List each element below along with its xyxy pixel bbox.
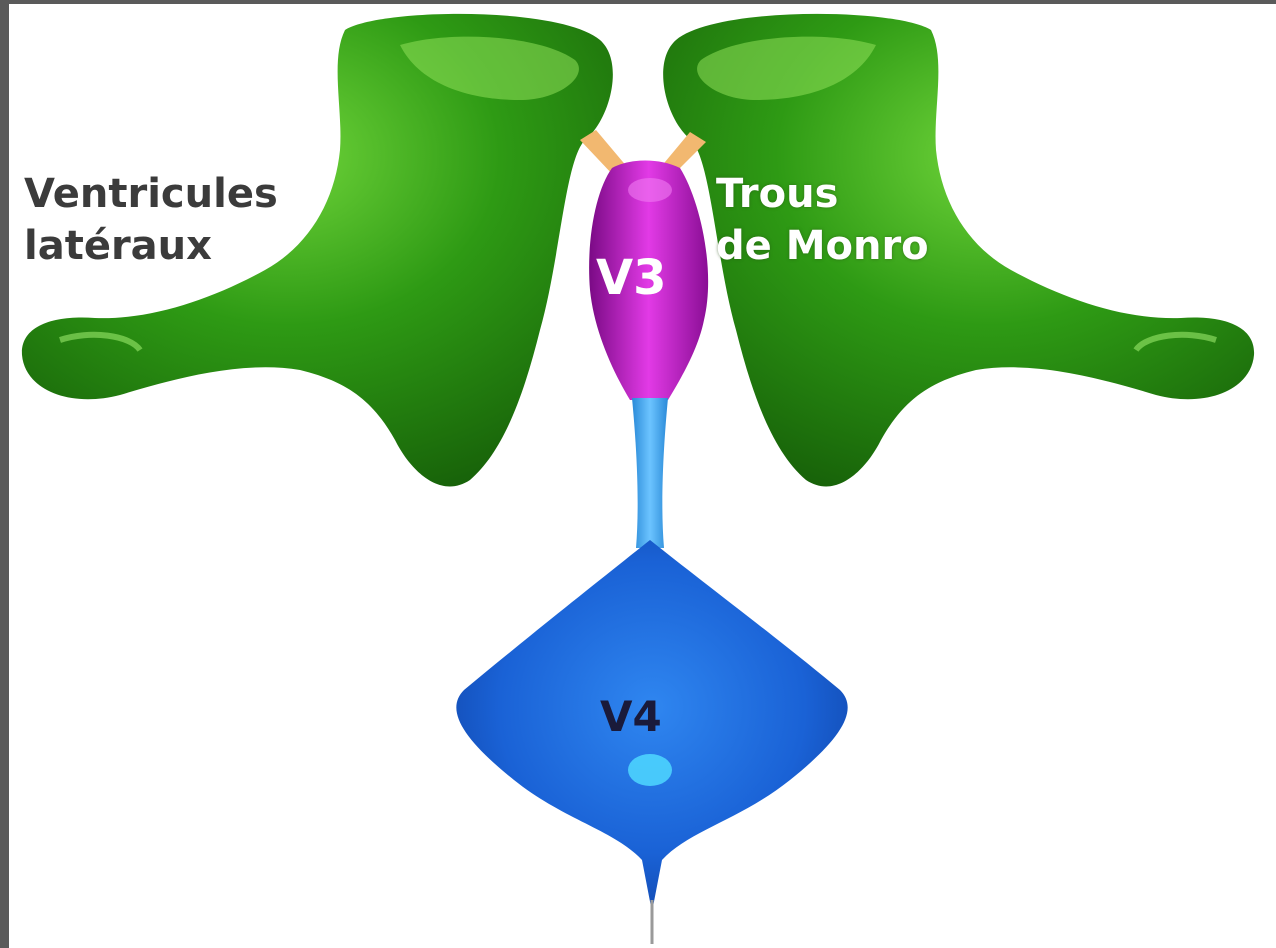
fourth-ventricle bbox=[456, 540, 847, 944]
label-foramina-monro: Trous de Monro bbox=[716, 168, 929, 272]
label-lateral-ventricles: Ventricules latéraux bbox=[24, 168, 278, 272]
label-fourth-ventricle: V4 bbox=[600, 692, 662, 741]
cerebral-aqueduct bbox=[632, 398, 668, 548]
label-third-ventricle: V3 bbox=[596, 250, 667, 306]
